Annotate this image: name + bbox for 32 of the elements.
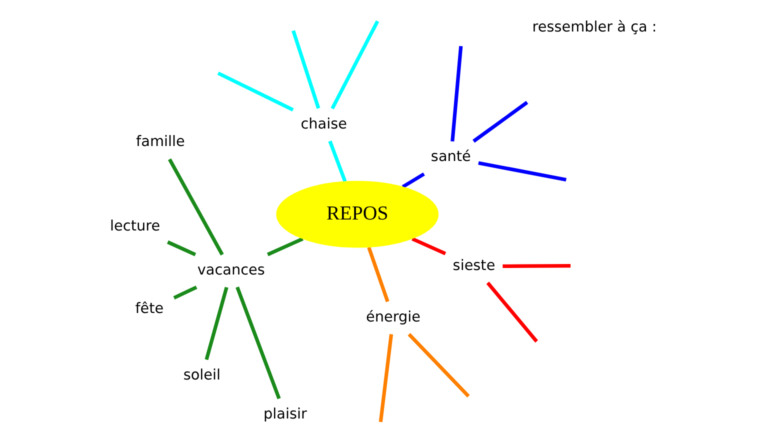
connector — [235, 286, 280, 400]
connector — [411, 237, 446, 256]
node-text: sieste — [452, 258, 495, 274]
node-text: fête — [134, 300, 164, 317]
node-text: plaisir — [263, 406, 306, 422]
connector — [172, 286, 197, 300]
connector — [378, 334, 393, 422]
connector — [486, 282, 538, 343]
label: ressembler à ça : — [532, 19, 656, 36]
node-ellipse: REPOS — [276, 180, 438, 248]
connector — [502, 264, 570, 268]
connector — [204, 286, 228, 360]
connector — [266, 237, 303, 256]
node-text: chaise — [300, 116, 346, 132]
connector — [216, 72, 294, 112]
node-text: lecture — [110, 218, 160, 235]
connector — [401, 172, 424, 188]
connector — [472, 100, 528, 143]
connector — [478, 161, 566, 182]
connector — [291, 30, 320, 109]
connector — [330, 20, 379, 110]
connector — [366, 246, 389, 302]
node-text: famille — [136, 134, 184, 150]
connector — [328, 140, 346, 182]
connector — [167, 158, 224, 256]
connector — [407, 333, 470, 398]
node-text: soleil — [182, 367, 220, 384]
connector — [166, 240, 196, 256]
node-text: énergie — [366, 309, 420, 326]
node-text: vacances — [196, 262, 264, 278]
node-text: santé — [430, 149, 470, 166]
connector — [450, 46, 462, 142]
